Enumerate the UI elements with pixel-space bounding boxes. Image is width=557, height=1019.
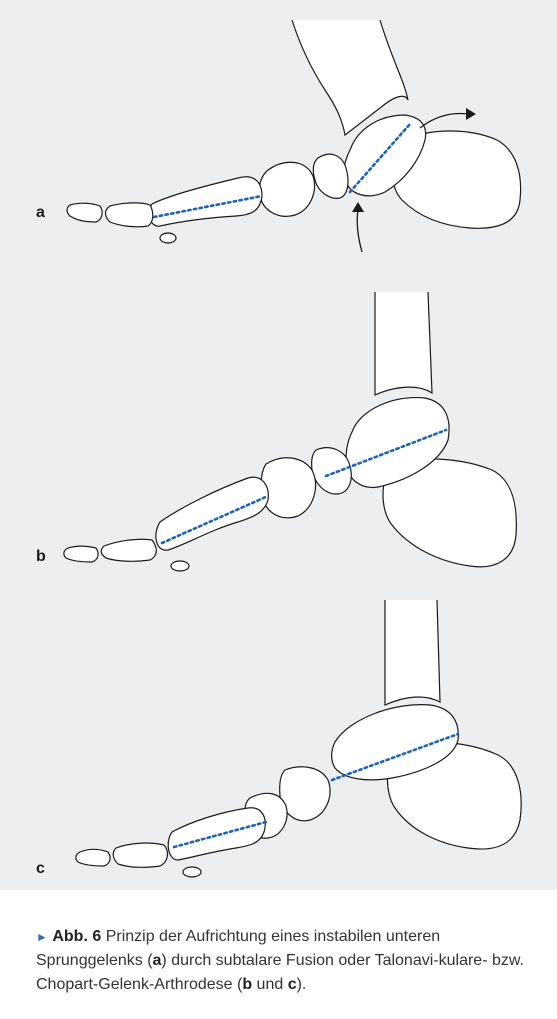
cuneiform-a (259, 162, 314, 216)
navicular-a (313, 154, 348, 198)
phalanx-proximal-c (113, 843, 167, 867)
foot-drawing-c (76, 600, 521, 877)
caption-ref-c: c (288, 976, 297, 993)
foot-drawing-a (67, 20, 521, 252)
sesamoid-b (171, 561, 189, 571)
arrow-upper-curve-a (420, 114, 468, 128)
caption-text-4: ). (297, 976, 307, 993)
navicular-b (312, 448, 352, 494)
tibia-b (375, 292, 432, 395)
foot-illustrations (0, 0, 557, 890)
panel-label-c: c (36, 860, 45, 878)
foot-drawing-b (64, 292, 517, 571)
caption-marker-icon: ► (36, 930, 48, 944)
phalanx-proximal-a (106, 203, 153, 227)
sesamoid-a (160, 233, 176, 243)
phalanx-distal-a (67, 203, 102, 222)
cuneiform-b (261, 458, 315, 518)
figure-panel: a b c (0, 0, 557, 890)
arrow-lower-head-a (352, 202, 364, 212)
phalanx-proximal-b (101, 539, 156, 561)
phalanx-distal-b (64, 546, 98, 562)
caption-ref-b: b (242, 976, 252, 993)
metatarsal-a (149, 177, 262, 226)
figure-caption: ► Abb. 6 Prinzip der Aufrichtung eines i… (36, 925, 536, 997)
arrow-lower-curve-a (357, 210, 362, 252)
panel-label-a: a (36, 204, 45, 222)
figure-reference: Abb. 6 (52, 928, 101, 945)
panel-label-b: b (36, 548, 46, 566)
sesamoid-c (183, 867, 201, 877)
tibia-c (385, 600, 440, 705)
phalanx-distal-c (76, 849, 110, 866)
caption-text-3: und (252, 976, 288, 993)
arrow-upper-head-a (466, 108, 476, 120)
metatarsal-c (168, 808, 265, 860)
